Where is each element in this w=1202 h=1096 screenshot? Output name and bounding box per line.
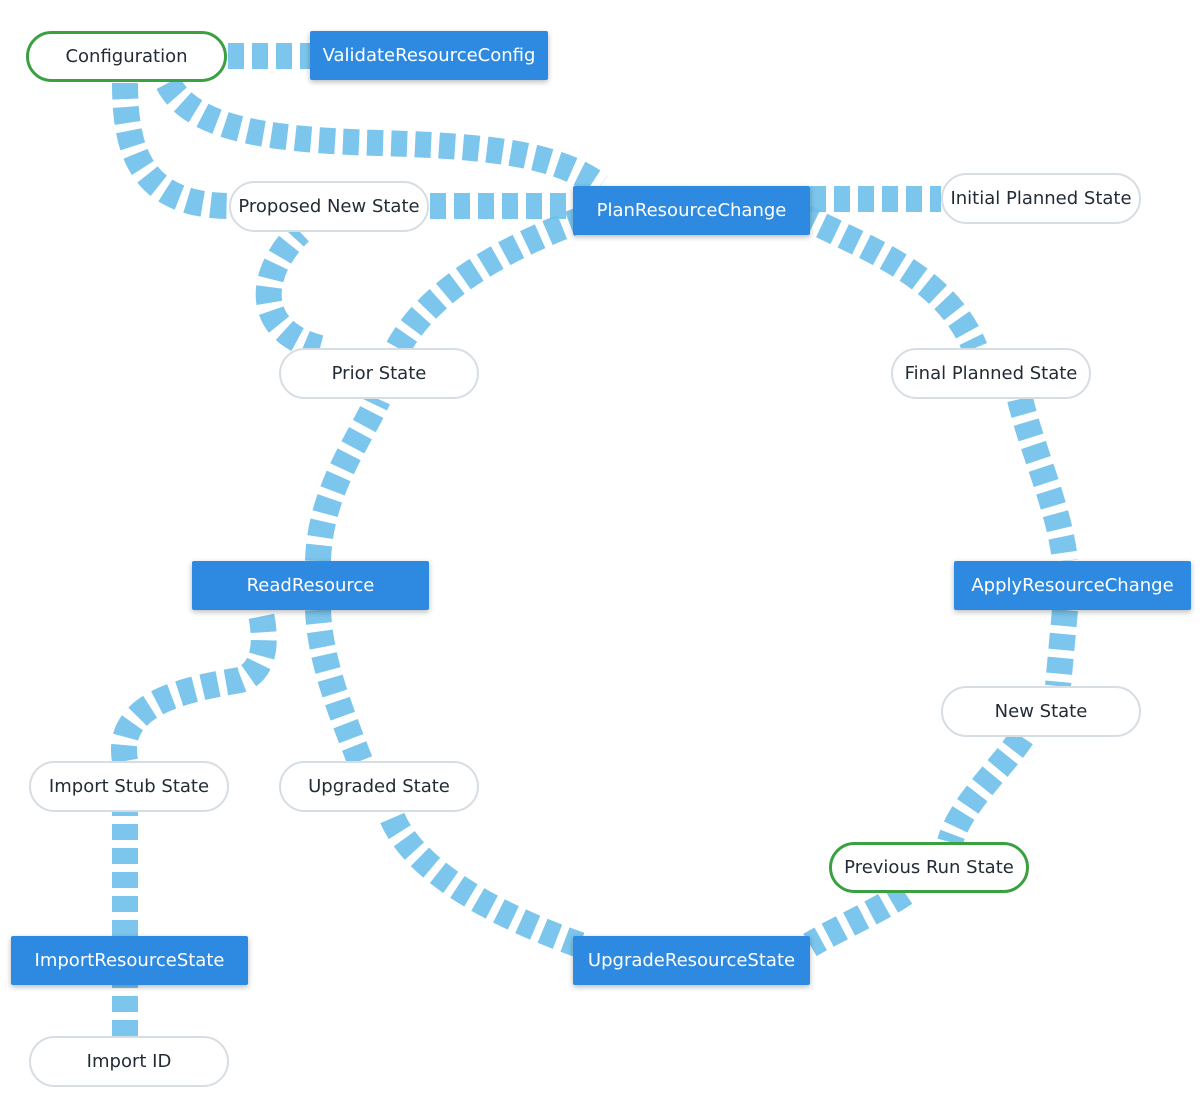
- edge-upgraded-to-read: [305, 609, 373, 766]
- import-stub-state-node: Import Stub State: [29, 761, 229, 812]
- edge-upgrade-to-upgraded: [377, 807, 585, 958]
- edge-read-to-prior: [305, 393, 390, 562]
- initial-planned-state-node: Initial Planned State: [941, 173, 1141, 224]
- edge-prior-to-proposed: [255, 222, 324, 361]
- edge-final-to-apply: [1007, 395, 1078, 563]
- read-resource-rpc: ReadResource: [192, 561, 429, 610]
- edge-new-to-previous: [937, 729, 1033, 847]
- prior-state-node: Prior State: [279, 348, 479, 399]
- plan-resource-change-rpc: PlanResourceChange: [573, 186, 810, 235]
- new-state-node: New State: [941, 686, 1141, 737]
- upgrade-resource-state-rpc: UpgradeResourceState: [573, 936, 810, 985]
- proposed-new-state-node: Proposed New State: [229, 181, 429, 232]
- edge-apply-to-new: [1045, 608, 1078, 688]
- apply-resource-change-rpc: ApplyResourceChange: [954, 561, 1191, 610]
- validate-resource-config-rpc: ValidateResourceConfig: [310, 31, 548, 80]
- edge-previous-to-upgrade: [803, 882, 913, 957]
- import-id-node: Import ID: [29, 1036, 229, 1087]
- edge-import-stub-to-read: [111, 606, 277, 764]
- edge-prior-to-plan: [386, 207, 585, 355]
- final-planned-state-node: Final Planned State: [891, 348, 1091, 399]
- previous-run-state-node: Previous Run State: [829, 842, 1029, 893]
- edge-configuration-to-proposed: [112, 82, 230, 219]
- edge-plan-to-final: [794, 203, 988, 354]
- import-resource-state-rpc: ImportResourceState: [11, 936, 248, 985]
- edge-configuration-to-plan: [156, 76, 608, 197]
- configuration-node: Configuration: [26, 31, 227, 82]
- flow-arrows: [111, 43, 1078, 1036]
- upgraded-state-node: Upgraded State: [279, 761, 479, 812]
